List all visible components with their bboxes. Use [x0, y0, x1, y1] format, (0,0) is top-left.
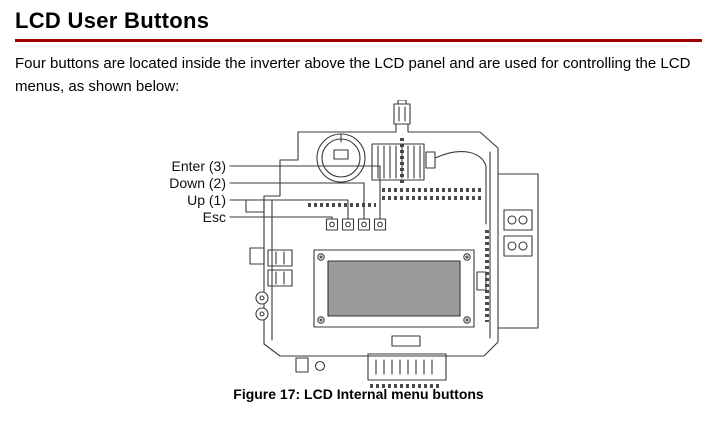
left-terminals [245, 199, 293, 321]
lcd-panel [313, 249, 487, 328]
label-enter: Enter (3) [172, 158, 226, 174]
figure-caption: Figure 17: LCD Internal menu buttons [233, 386, 484, 402]
button-esc [325, 218, 339, 231]
button-enter [373, 218, 387, 231]
body-text: Four buttons are located inside the inve… [15, 55, 691, 95]
manual-page: LCD User Buttons Four buttons are locate… [0, 8, 717, 428]
figure-labels: Enter (3) Down (2) Up (1) Esc [169, 158, 226, 225]
top-connector-icon [393, 100, 411, 125]
leader-lines [229, 165, 381, 220]
menu-buttons [325, 218, 387, 231]
title-rule [15, 39, 702, 42]
pin-header-rows [308, 188, 482, 207]
page-header: LCD User Buttons [0, 8, 717, 42]
heatsink-block-icon [371, 143, 436, 181]
capacitor-icon [316, 133, 366, 183]
button-up [341, 218, 355, 231]
inverter-diagram: Enter (3) Down (2) Up (1) Esc [169, 100, 539, 388]
button-down [357, 218, 371, 231]
label-esc: Esc [203, 209, 226, 225]
leader-esc [229, 216, 333, 220]
right-components [497, 173, 539, 329]
leader-up [229, 199, 349, 220]
figure-lcd-buttons: Enter (3) Down (2) Up (1) Esc Figure 17:… [0, 98, 717, 404]
cable-wire [434, 151, 487, 225]
leader-enter [229, 165, 381, 220]
label-down: Down (2) [169, 175, 226, 191]
leader-down [229, 182, 365, 220]
page-title: LCD User Buttons [15, 8, 210, 33]
label-up: Up (1) [187, 192, 226, 208]
bottom-connector [295, 335, 447, 381]
